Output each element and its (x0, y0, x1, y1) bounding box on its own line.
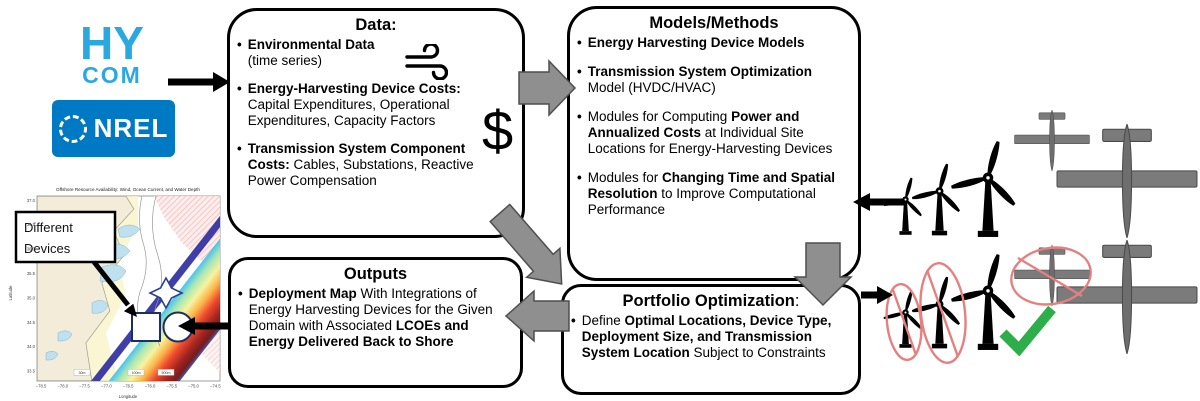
svg-text:−78.5: −78.5 (36, 384, 47, 389)
svg-text:35.0: 35.0 (27, 295, 36, 300)
bullet-dot: • (577, 170, 582, 186)
prohibited-ellipse-glider-small (1010, 246, 1092, 306)
outputs-box: Outputs •Deployment Map With Integration… (228, 257, 523, 388)
bullet-item: •Energy Harvesting Device Models (577, 35, 805, 51)
nrel-logo: NREL (52, 100, 175, 157)
models-methods-box: Models/Methods •Energy Harvesting Device… (567, 6, 861, 281)
bullet-item: •Deployment Map With Integrations of Ene… (238, 286, 493, 350)
portfolio-optimization-box: Portfolio Optimization: •Define Optimal … (561, 284, 861, 395)
svg-text:34.5: 34.5 (27, 320, 36, 325)
svg-text:−76.0: −76.0 (145, 384, 156, 389)
data-box: Data: •Environmental Data(time series)•E… (227, 8, 525, 238)
svg-text:36.5: 36.5 (27, 222, 36, 227)
svg-text:100m: 100m (132, 371, 141, 375)
svg-text:34.0: 34.0 (27, 344, 36, 349)
hycom-logo-bottom: COM (82, 62, 142, 88)
bullet-dot: • (577, 35, 582, 51)
svg-text:−77.5: −77.5 (79, 384, 90, 389)
prohibited-overlays (885, 246, 1092, 364)
hycom-logo-top: HY (80, 17, 144, 69)
bullet-dot: • (237, 141, 242, 157)
svg-text:−75.5: −75.5 (166, 384, 177, 389)
callout-arrow (92, 260, 137, 317)
map-ylabel: Latitude (8, 285, 13, 301)
square-marker (131, 312, 161, 342)
map-x-ticks: −78.5 −78.0 −77.5 −77.0 −76.5 −76.0 −75.5 −75.0… (36, 384, 222, 389)
map-xlabel: Longitude (119, 394, 138, 399)
outputs-box-title: Outputs (343, 265, 408, 283)
svg-text:35.5: 35.5 (27, 271, 36, 276)
outputs-box-bullets: •Deployment Map With Integrations of Ene… (231, 286, 520, 350)
bullet-dot: • (577, 64, 582, 80)
circle-marker (162, 311, 194, 343)
hycom-logo: HY COM (64, 20, 160, 87)
callout-box (14, 210, 117, 264)
svg-text:−76.5: −76.5 (123, 384, 134, 389)
svg-text:30m: 30m (79, 371, 86, 375)
svg-text:36.0: 36.0 (27, 247, 36, 252)
models-box-title: Models/Methods (649, 14, 779, 32)
data-box-bullets: •Environmental Data(time series) •Energy-… (230, 37, 522, 189)
bullet-item: •Modules for Changing Time and Spatial R… (577, 170, 836, 218)
glider-icon-large (1056, 124, 1198, 238)
bullet-item: •Define Optimal Locations, Device Type, … (571, 313, 832, 361)
bullet-dot: • (238, 286, 243, 302)
svg-text:500m: 500m (162, 371, 171, 375)
svg-text:−74.5: −74.5 (210, 384, 221, 389)
callout-line1: Different (24, 220, 73, 235)
svg-text:37.0: 37.0 (27, 198, 36, 203)
bullet-item: •Transmission System Component Costs: Ca… (237, 141, 474, 189)
wind-icon (405, 44, 448, 80)
bullet-item: •Energy-Harvesting Device Costs:Capital … (237, 81, 461, 129)
bullet-item: •Environmental Data(time series) (237, 37, 375, 69)
bullet-dot: • (571, 313, 576, 329)
bullet-item: •Modules for Computing Power and Annuali… (577, 109, 833, 157)
svg-text:−75.0: −75.0 (188, 384, 199, 389)
portfolio-box-title: Portfolio Optimization: (622, 292, 800, 310)
svg-text:−78.0: −78.0 (57, 384, 68, 389)
svg-text:33.5: 33.5 (27, 369, 36, 374)
bullet-dot: • (237, 81, 242, 97)
dollar-icon: $ (482, 99, 514, 162)
map-title: Offshore Resource Availability: Wind, Oc… (56, 187, 200, 192)
star-marker (148, 276, 184, 310)
arrow-logos-to-data (168, 72, 230, 92)
bullet-dot: • (577, 109, 582, 125)
check-icon (999, 306, 1056, 356)
svg-text:−77.0: −77.0 (101, 384, 112, 389)
map-y-ticks: 37.0 36.5 36.0 35.5 35.0 34.5 34.0 33.5 (27, 198, 36, 374)
map-wind-region (154, 196, 220, 278)
prohibited-ellipse-turbine-medium (919, 262, 967, 364)
nrel-sun-icon (58, 114, 87, 143)
data-box-title: Data: (355, 16, 397, 34)
nrel-logo-text: NREL (93, 113, 169, 143)
callout-line2: Devices (24, 241, 71, 256)
portfolio-box-bullets: •Define Optimal Locations, Device Type, … (564, 313, 858, 361)
bullet-dot: • (237, 37, 242, 53)
offshore-resource-map: Offshore Resource Availability: Wind, Oc… (6, 183, 230, 401)
models-box-bullets: •Energy Harvesting Device Models •Transmi… (570, 35, 858, 218)
